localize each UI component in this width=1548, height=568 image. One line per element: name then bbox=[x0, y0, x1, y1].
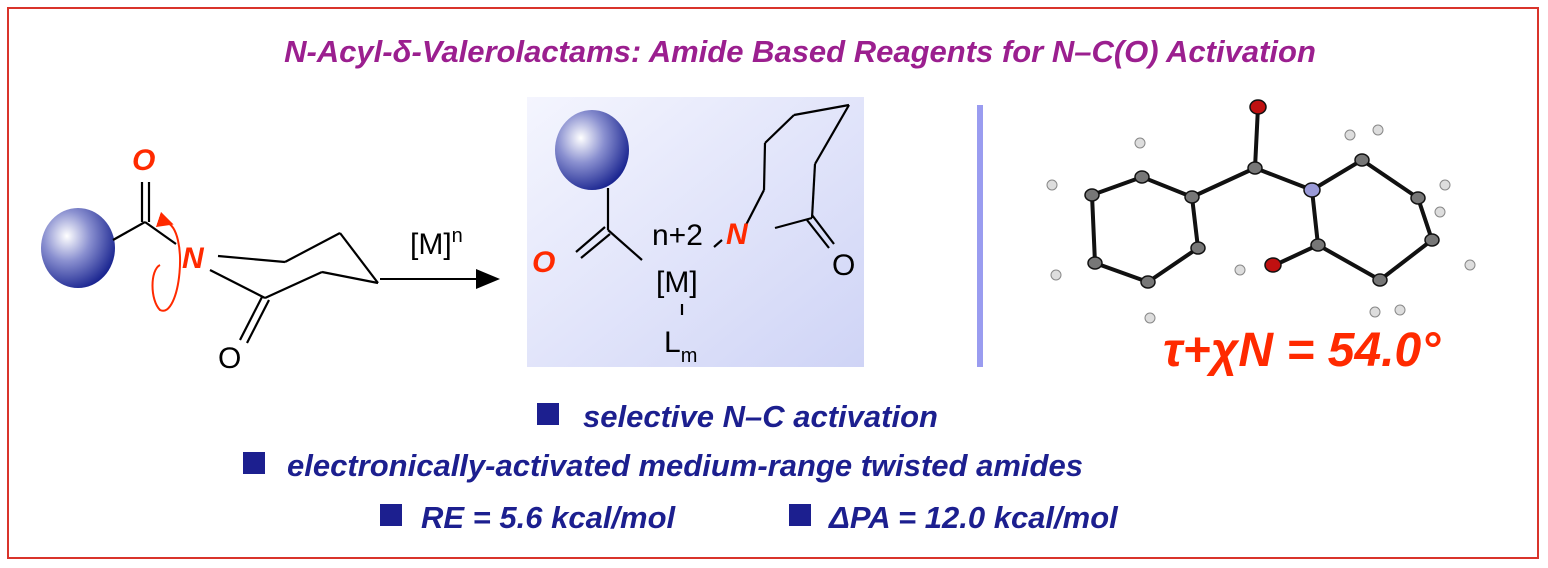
oxidative-addition-product: O N O n+2 [M] Lm bbox=[527, 97, 864, 367]
bullet-1: selective N–C activation bbox=[583, 399, 938, 434]
metal-oxidation-state: n+2 bbox=[652, 219, 703, 252]
product-n: N bbox=[726, 218, 749, 251]
metal-center: [M] bbox=[656, 266, 698, 299]
reactant-carbonyl-o: O bbox=[132, 144, 155, 177]
bullet-2: electronically-activated medium-range tw… bbox=[287, 448, 1083, 483]
substituent-sphere bbox=[555, 110, 629, 190]
reactant-n: N bbox=[182, 242, 205, 275]
title: N-Acyl-δ-Valerolactams: Amide Based Reag… bbox=[284, 34, 1316, 69]
rotation-arrow-icon bbox=[151, 211, 182, 312]
bullet-square-icon bbox=[789, 504, 811, 526]
reactant-lactam-o: O bbox=[218, 342, 241, 375]
bullet-4: ΔPA = 12.0 kcal/mol bbox=[828, 500, 1119, 535]
product-carbonyl-o: O bbox=[532, 246, 555, 279]
ligand-label: Lm bbox=[664, 326, 697, 367]
bullet-square-icon bbox=[537, 403, 559, 425]
bullet-3: RE = 5.6 kcal/mol bbox=[421, 500, 677, 535]
crystal-structure bbox=[1046, 99, 1476, 324]
reagent-label: [M]n bbox=[410, 225, 463, 261]
substituent-sphere bbox=[41, 208, 115, 288]
bullet-square-icon bbox=[380, 504, 402, 526]
twist-angle-label: τ+χN = 54.0° bbox=[1163, 324, 1441, 377]
reactant-structure: O N O bbox=[41, 144, 379, 375]
divider bbox=[977, 105, 983, 367]
frame-border bbox=[7, 7, 1539, 559]
product-lactam-o: O bbox=[832, 249, 855, 282]
bullet-square-icon bbox=[243, 452, 265, 474]
bullet-list: selective N–C activation electronically-… bbox=[243, 399, 1119, 535]
